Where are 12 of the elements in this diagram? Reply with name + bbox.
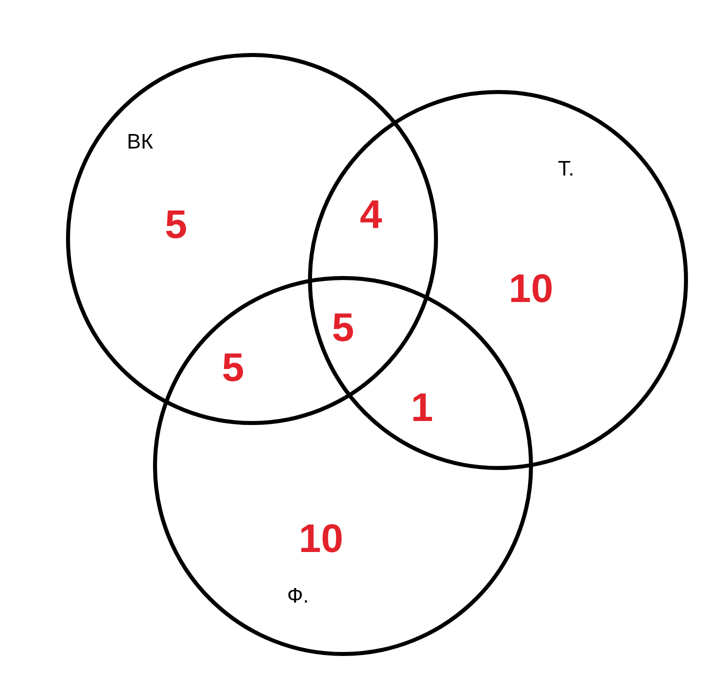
- set-label: ВК: [126, 132, 154, 152]
- region-count: 5: [332, 308, 354, 348]
- region-count: 5: [222, 348, 244, 388]
- region-count: 1: [410, 388, 434, 428]
- set-label: Т.: [558, 158, 574, 180]
- venn-circle: [66, 53, 438, 425]
- set-label: Ф.: [287, 586, 309, 606]
- region-count: 4: [360, 195, 382, 235]
- region-count: 5: [164, 205, 188, 245]
- region-count: 10: [298, 519, 344, 559]
- venn-circle: [308, 90, 688, 470]
- region-count: 10: [508, 269, 554, 309]
